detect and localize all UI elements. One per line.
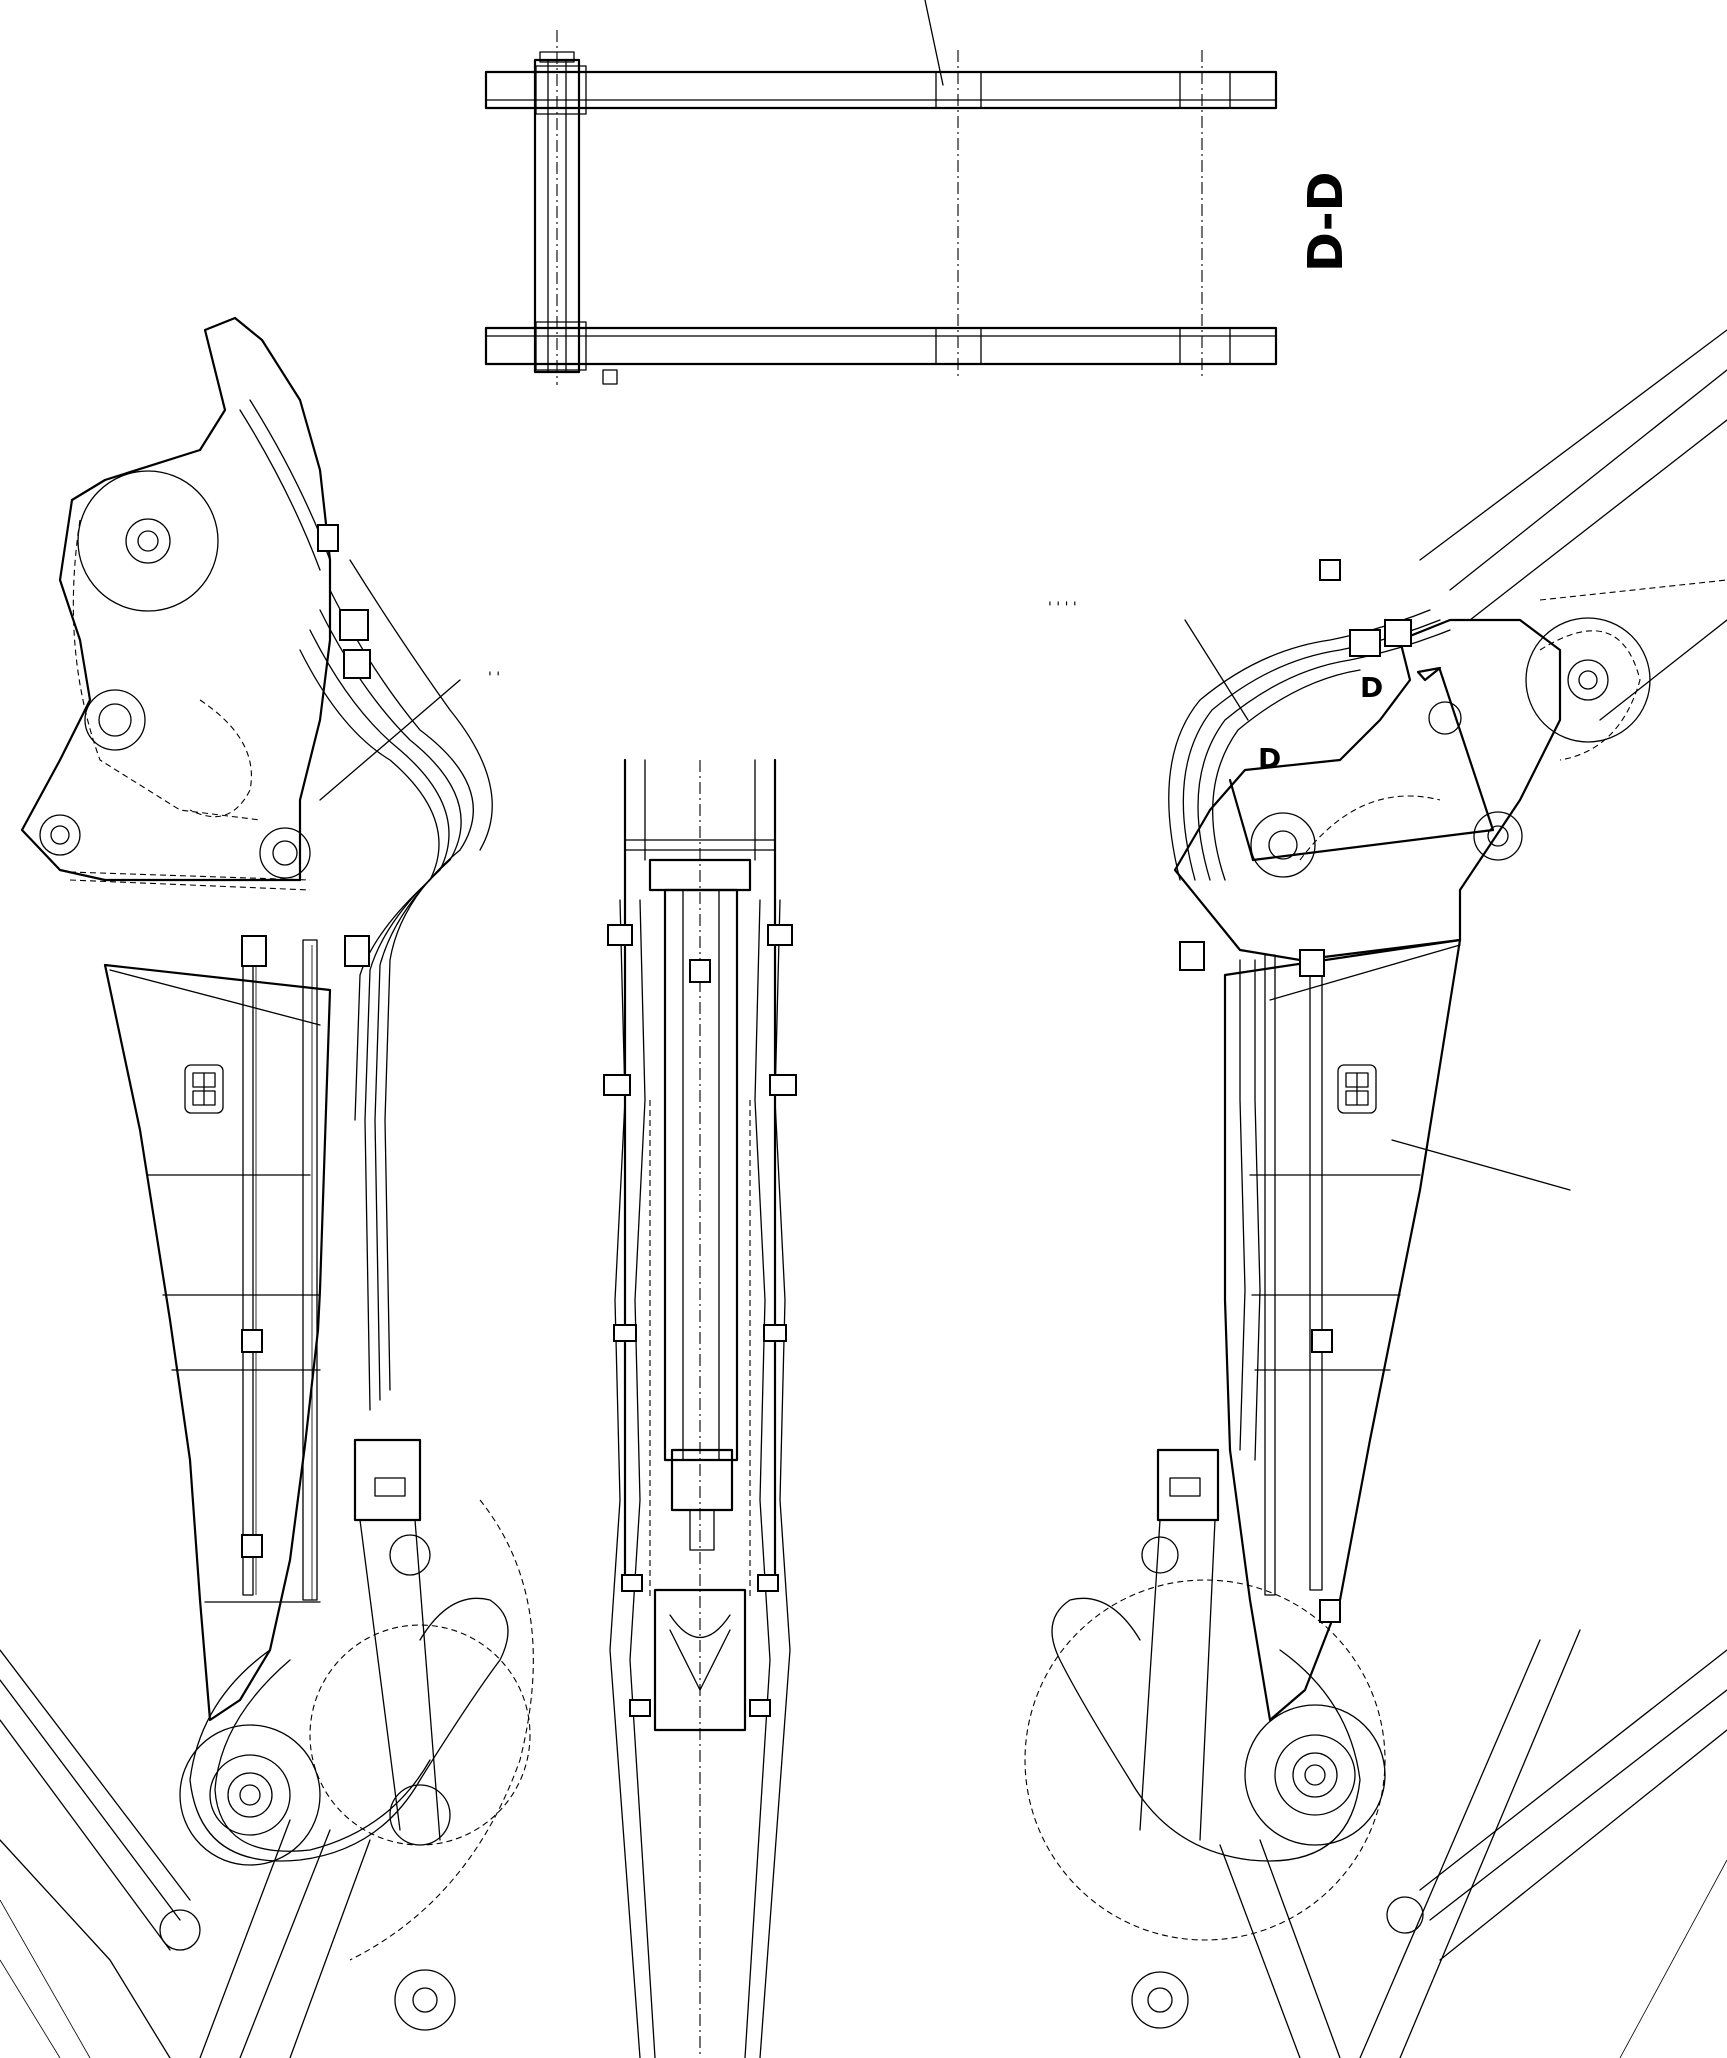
- plate-logo-icon: [184, 1064, 224, 1114]
- arm-top-view: [603, 758, 797, 2058]
- section-d-d-view: D-D: [484, 0, 1354, 385]
- arm-right-view: D D: [1024, 329, 1727, 2058]
- tick-marks-right: ' ' ' ': [1048, 600, 1077, 616]
- tick-marks-left: ' ': [488, 670, 500, 686]
- section-title: D-D: [1298, 172, 1354, 273]
- section-marker-d-right-lower: D: [1258, 742, 1281, 775]
- arm-left-view: [0, 316, 534, 2058]
- section-marker-d-right-upper: D: [1360, 671, 1383, 704]
- plate-logo-icon-right: [1337, 1064, 1377, 1114]
